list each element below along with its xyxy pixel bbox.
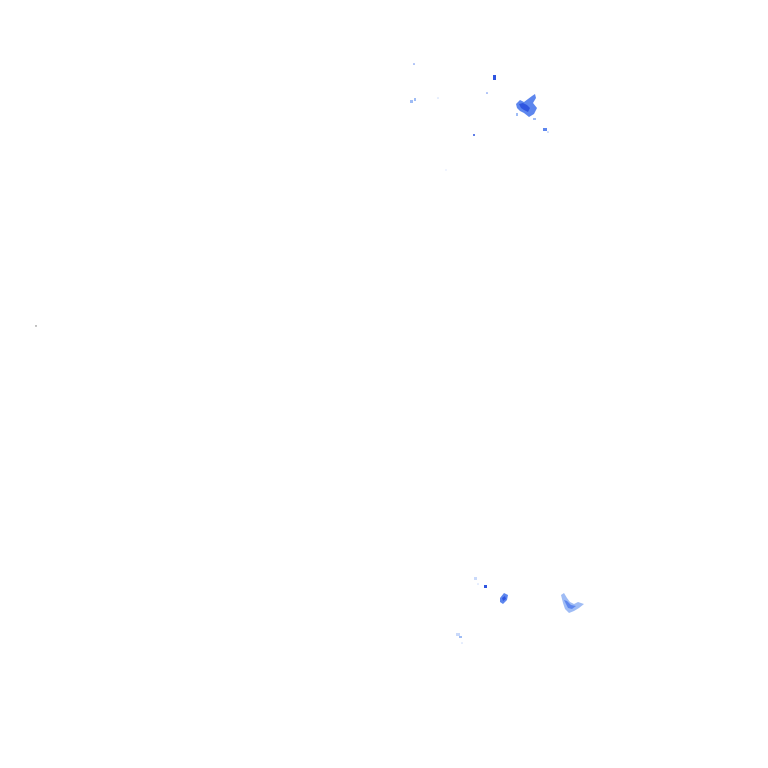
precip-cell <box>474 577 477 580</box>
precip-core-south-east <box>564 600 576 609</box>
precip-cell <box>410 100 413 103</box>
precip-cell <box>533 118 536 120</box>
precip-cell <box>459 636 462 638</box>
precip-cell <box>493 75 496 80</box>
precip-speck <box>547 131 549 133</box>
precipitation-cluster-south <box>456 577 584 644</box>
precip-core-main-north <box>519 103 530 112</box>
precip-cell <box>543 128 547 131</box>
precip-cell-south-east <box>561 593 584 613</box>
precipitation-cluster-north <box>410 63 549 171</box>
precip-speck <box>473 134 475 136</box>
precip-speck <box>461 642 463 644</box>
precip-speck <box>445 169 447 171</box>
precip-cell <box>456 633 460 636</box>
precip-cell <box>414 98 416 101</box>
precip-core-south-central <box>502 596 506 601</box>
precip-speck <box>486 92 488 94</box>
precip-speck-west <box>35 325 37 327</box>
precip-cell <box>516 113 518 116</box>
precip-speck <box>437 97 439 99</box>
precip-speck <box>477 583 479 585</box>
precip-cell <box>484 585 487 588</box>
precip-speck <box>413 63 415 65</box>
